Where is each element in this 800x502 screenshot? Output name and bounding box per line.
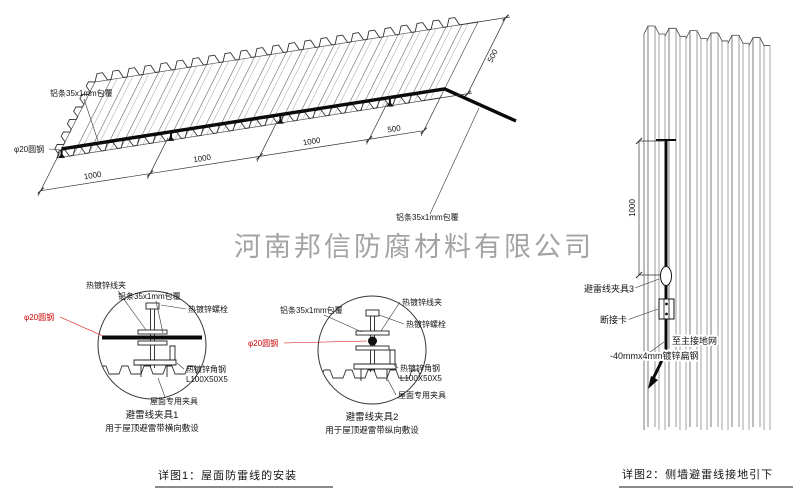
dimension-chain: [37, 94, 442, 197]
round-steel-label: φ20圆钢: [14, 144, 44, 154]
bolt-label-2: 热镀锌螺栓: [406, 319, 446, 329]
disconnect-link: [658, 298, 675, 320]
to-ground-label: 至主接地网: [672, 335, 717, 346]
lightning-belt-wire: [61, 87, 517, 151]
leader-lines-1: [59, 290, 187, 398]
clamp-detail-2: 铝条35x1mm包覆 热镀锌线夹 热镀锌螺栓 φ20圆钢 热镀锌角钢 L100X…: [248, 295, 446, 435]
clamp2-title: 避雷线夹具2: [346, 411, 399, 423]
round-steel-label-1: φ20圆钢: [24, 312, 54, 322]
roof-clamp-label-1: 屋面专用夹具: [150, 396, 198, 406]
wall-dim-1000: 1000: [628, 199, 637, 217]
disconnect-label: 断接卡: [600, 314, 627, 325]
flat-steel-label: -40mmx4mm镀锌扁钢: [610, 350, 699, 361]
detail2-caption: 详图2：侧墙避雷线接地引下: [622, 467, 773, 481]
round-steel-label-2: φ20圆钢: [248, 338, 278, 348]
clamp-assembly-1: [102, 302, 202, 377]
detail1-caption: 详图1：屋面防雷线的安装: [158, 468, 297, 482]
roof-clamp-label-2: 屋面专用夹具: [398, 390, 446, 400]
alu-strip-label-2: 铝条35x1mm包覆: [280, 305, 343, 315]
iso-leader-lines: [48, 98, 480, 215]
angle-steel-spec-2: L100X50X5: [400, 374, 442, 383]
wall-leader-lines: [626, 278, 665, 356]
angle-steel-spec-1: L100X50X5: [186, 375, 228, 384]
alu-strip-label-bottom: 铝条35x1mm包覆: [396, 212, 459, 222]
dim-1000-3: 1000: [302, 136, 322, 148]
clamp1-title: 避雷线夹具1: [126, 409, 179, 421]
dim-500-end: 500: [387, 123, 402, 134]
dim-1000-1: 1000: [83, 170, 103, 182]
wire-clamp-marks: [58, 98, 394, 158]
dim-500-depth: 500: [486, 47, 500, 63]
alu-strip-label-top: 铝条35x1mm包覆: [50, 88, 113, 98]
angle-steel-label-1: 热镀锌角钢: [186, 364, 226, 374]
roof-profile-section-2: [318, 369, 426, 379]
wall-dimension: [635, 137, 664, 279]
clamp1-subtitle: 用于屋顶避雷带横向敷设: [105, 423, 199, 433]
clip-label-2: 热镀锌线夹: [402, 297, 442, 307]
clamp2-subtitle: 用于屋顶避雷带纵向敷设: [325, 425, 419, 435]
bolt-label-1: 热镀锌螺栓: [188, 304, 228, 314]
alu-strip-label-1: 铝条35x1mm包覆: [118, 291, 181, 301]
leader-lines-2: [283, 301, 405, 396]
company-watermark: 河南邦信防腐材料有限公司: [234, 232, 594, 262]
wall-corrugation: [643, 25, 771, 430]
wall-clamp-3: [660, 266, 672, 286]
clamp-assembly-2: [353, 309, 397, 381]
ground-arrowhead: [648, 376, 658, 389]
wall-clamp3-label: 避雷线夹具3: [584, 283, 634, 294]
clip-label-1: 热镀锌线夹: [86, 280, 126, 290]
clamp-detail-1: 热镀锌线夹 铝条35x1mm包覆 热镀锌螺栓 φ20圆钢 热镀锌角钢 L100X…: [24, 280, 228, 433]
to-ground-conductor: [650, 351, 668, 382]
dim-1000-2: 1000: [193, 153, 213, 165]
depth-dimension: [439, 14, 511, 99]
wire-cross-section-2: [368, 336, 377, 346]
angle-steel-label-2: 热镀锌角钢: [400, 363, 440, 373]
roof-axonometric-view: 1000 1000 1000 500 500 铝条35x1mm包覆 φ20圆钢 …: [14, 14, 517, 222]
roof-corrugation-ribs: [72, 23, 469, 156]
wall-detail-view: 1000 避雷线夹具3 断接卡 至主接地网 -40mmx4mm镀锌扁钢: [582, 25, 771, 430]
